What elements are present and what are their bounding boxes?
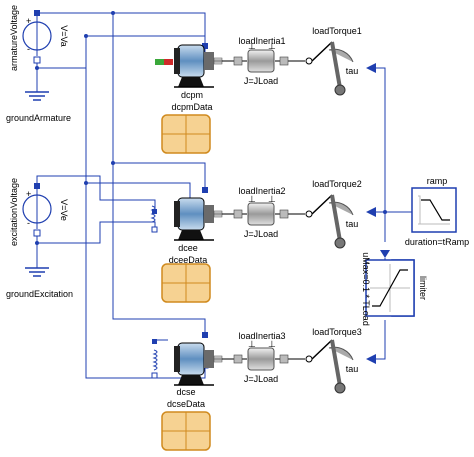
dcpm-label: dcpm — [181, 90, 203, 100]
pin-positive[interactable] — [34, 183, 40, 189]
svg-text:-: - — [27, 44, 30, 54]
j-param1: J=JLoad — [244, 76, 278, 86]
wire-excitation-pos — [36, 175, 156, 212]
j-param3: J=JLoad — [244, 374, 278, 384]
load-inertia1[interactable]: ⊥ ⊥ — [247, 41, 276, 73]
motor-dcse[interactable] — [151, 332, 223, 386]
limiter-label: limiter — [418, 276, 428, 300]
armature-voltage-source[interactable]: + - — [22, 10, 52, 64]
dcse-data-label: dcseData — [167, 399, 205, 409]
signal-arrowheads — [366, 63, 390, 364]
wire-bus-dcee-neg — [85, 36, 191, 210]
wire-bus-dcee-pos — [112, 13, 206, 190]
svg-text:⊥: ⊥ — [248, 194, 256, 204]
svg-text:+: + — [26, 16, 31, 26]
svg-text:⊥: ⊥ — [248, 41, 256, 51]
dcpm-data-label: dcpmData — [171, 102, 212, 112]
tau3-label: tau — [346, 364, 359, 374]
pin-negative[interactable] — [33, 229, 41, 237]
svg-text:+: + — [26, 189, 31, 199]
motor-dcee[interactable] — [150, 187, 223, 241]
ground-excitation-symbol[interactable] — [25, 267, 49, 277]
tau2-label: tau — [346, 219, 359, 229]
load-torque1[interactable] — [305, 41, 354, 96]
svg-text:⊥: ⊥ — [268, 41, 276, 51]
ramp-param: duration=tRamp — [405, 237, 469, 247]
j-param2: J=JLoad — [244, 229, 278, 239]
dcee-data-record[interactable] — [161, 263, 211, 303]
svg-text:-: - — [27, 218, 30, 228]
limiter-param: uMax=0.1 * TLoad — [361, 252, 371, 326]
ground-armature-label: groundArmature — [6, 113, 71, 123]
dcse-data-record[interactable] — [161, 411, 211, 451]
armature-voltage-name: armatureVoltage — [9, 5, 19, 71]
pin-negative[interactable] — [33, 56, 41, 64]
ramp-label: ramp — [427, 176, 448, 186]
load-inertia3[interactable]: ⊥ ⊥ — [247, 339, 276, 371]
excitation-voltage-name: excitationVoltage — [9, 178, 19, 246]
svg-text:⊥: ⊥ — [248, 339, 256, 349]
dcee-label: dcee — [178, 243, 198, 253]
load-torque3[interactable] — [305, 339, 354, 394]
dcee-data-label: dceeData — [169, 255, 208, 265]
load-inertia2-label: loadInertia2 — [238, 186, 285, 196]
wire-bus-dcse-neg — [85, 183, 206, 379]
wire-armature-pos — [37, 12, 206, 46]
svg-text:⊥: ⊥ — [268, 194, 276, 204]
load-inertia2[interactable]: ⊥ ⊥ — [247, 194, 276, 226]
connection-dots — [35, 11, 115, 245]
tau1-label: tau — [346, 66, 359, 76]
armature-voltage-param: V=Va — [59, 25, 69, 47]
excitation-voltage-source[interactable]: + - — [22, 183, 52, 237]
load-torque2[interactable] — [305, 194, 354, 249]
flanges — [233, 56, 289, 364]
ground-armature-symbol[interactable] — [25, 91, 49, 101]
load-torque2-label: loadTorque2 — [312, 179, 362, 189]
load-torque1-label: loadTorque1 — [312, 26, 362, 36]
dcpm-data-record[interactable] — [161, 114, 211, 154]
excitation-voltage-param: V=Ve — [59, 199, 69, 221]
ramp-block[interactable] — [411, 187, 457, 233]
svg-text:⊥: ⊥ — [268, 339, 276, 349]
motor-dcpm[interactable] — [155, 43, 223, 88]
load-torque3-label: loadTorque3 — [312, 327, 362, 337]
dcse-label: dcse — [176, 387, 195, 397]
pin-positive[interactable] — [34, 10, 40, 16]
ground-excitation-label: groundExcitation — [6, 289, 73, 299]
load-inertia3-label: loadInertia3 — [238, 331, 285, 341]
load-inertia1-label: loadInertia1 — [238, 36, 285, 46]
wire-excitation-neg — [36, 221, 156, 244]
wire-bus-dcse-pos — [112, 163, 206, 335]
limiter-block[interactable] — [365, 259, 415, 317]
